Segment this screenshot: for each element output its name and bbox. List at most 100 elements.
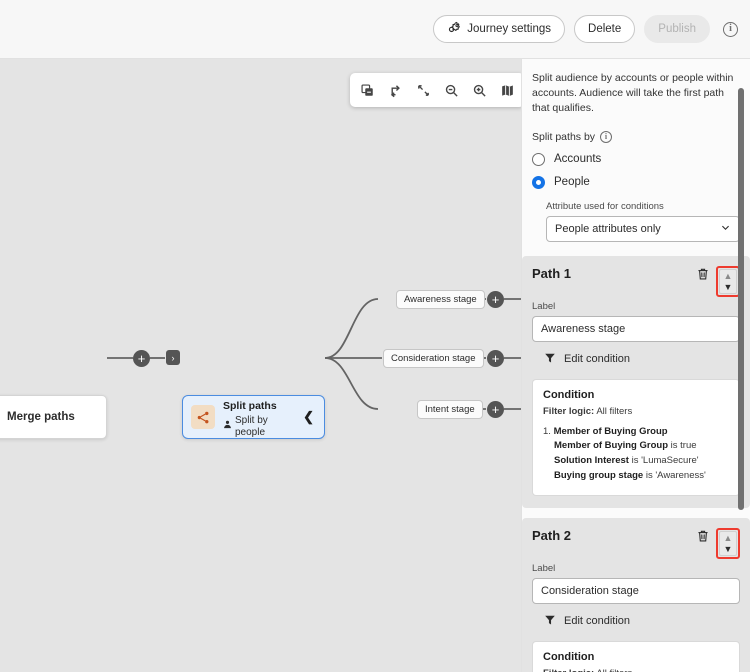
path-1-row-1-rest: is true (670, 440, 697, 452)
path-1-label-caption: Label (532, 300, 556, 312)
path-1-condition-row-1: Member of Buying Group is true (543, 439, 729, 454)
delete-path-1-button[interactable] (696, 267, 710, 286)
publish-button[interactable]: Publish (644, 15, 710, 43)
journey-canvas[interactable]: Merge paths + › Split paths (0, 59, 521, 672)
edit-condition-2-button[interactable]: Edit condition (544, 614, 630, 629)
delete-path-2-button[interactable] (696, 529, 710, 548)
path-1-filter-logic-caption: Filter logic: (543, 405, 595, 417)
attribute-field-group: Attribute used for conditions People att… (546, 201, 740, 242)
attribute-select-value: People attributes only (555, 222, 661, 235)
attribute-field-label: Attribute used for conditions (546, 200, 664, 212)
move-path-2-up-button[interactable]: ▲ (723, 532, 733, 543)
radio-option-accounts[interactable]: Accounts (532, 152, 740, 166)
move-path-1-down-button[interactable]: ▼ (723, 281, 733, 292)
top-toolbar: Journey settings Delete Publish i (0, 0, 750, 59)
radio-option-people[interactable]: People (532, 175, 740, 189)
move-path-2-down-button[interactable]: ▼ (723, 543, 733, 554)
path-1-label-input[interactable] (532, 315, 740, 342)
journey-settings-button[interactable]: Journey settings (433, 15, 566, 43)
edit-condition-2-label: Edit condition (564, 615, 631, 628)
split-paths-icon (191, 405, 215, 429)
undo-icon[interactable] (382, 77, 408, 103)
node-merge-paths[interactable]: Merge paths (0, 395, 107, 439)
move-path-1-up-button[interactable]: ▲ (723, 270, 733, 281)
path-1-condition-row-2: Solution Interest is 'LumaSecure' (543, 454, 729, 469)
duplicate-icon[interactable] (354, 77, 380, 103)
radio-accounts-icon (532, 152, 545, 166)
node-merge-paths-label: Merge paths (7, 411, 75, 423)
path-1-condition-row-3: Buying group stage is 'Awareness' (543, 469, 729, 484)
branch-label-3-text: Intent stage (425, 404, 475, 415)
delete-label: Delete (588, 23, 622, 35)
filter-icon (544, 614, 556, 629)
path-1-row-3-attribute: Buying group stage (554, 469, 644, 481)
path-2-label-caption: Label (532, 562, 556, 574)
radio-people-label: People (554, 176, 590, 189)
split-node-title: Split paths (223, 399, 277, 412)
radio-accounts-label: Accounts (554, 153, 602, 166)
path-1-row-2-attribute: Solution Interest (554, 455, 629, 467)
info-icon[interactable]: i (723, 21, 738, 37)
path-2-reorder-highlight: ▲ ▼ (716, 527, 740, 559)
publish-label: Publish (658, 23, 696, 35)
fit-to-screen-icon[interactable] (410, 77, 436, 103)
attribute-select[interactable]: People attributes only (546, 215, 740, 242)
path-2-label-input[interactable] (532, 577, 740, 604)
add-step-button-branch-3[interactable]: + (487, 401, 504, 418)
path-1-row-3-rest: is 'Awareness' (645, 469, 706, 481)
path-1-title: Path 1 (532, 265, 572, 281)
branch-label-2-text: Consideration stage (391, 353, 476, 364)
branch-label-1-text: Awareness stage (404, 294, 477, 305)
paths-list: Path 1 ▲ ▼ (522, 255, 750, 672)
chevron-down-icon (720, 222, 731, 236)
expand-arrow-split[interactable]: › (166, 350, 180, 365)
journey-settings-label: Journey settings (467, 23, 552, 35)
canvas-edges (107, 298, 521, 410)
path-1-condition-box: Condition Filter logic: All filters 1. M… (532, 378, 740, 496)
path-card-1: Path 1 ▲ ▼ (522, 255, 750, 508)
add-step-button-branch-1[interactable]: + (487, 291, 504, 308)
path-1-condition-item-head: 1. Member of Buying Group (543, 425, 729, 440)
panel-description: Split audience by accounts or people wit… (532, 72, 734, 115)
split-paths-by-row: Split paths by i (532, 130, 740, 143)
add-step-button-branch-2[interactable]: + (487, 350, 504, 367)
zoom-out-icon[interactable] (438, 77, 464, 103)
minimap-icon[interactable] (494, 77, 520, 103)
path-card-2: Path 2 ▲ ▼ (522, 517, 750, 672)
path-1-row-1-attribute: Member of Buying Group (554, 440, 668, 452)
path-1-reorder-controls: ▲ ▼ (719, 268, 737, 294)
split-paths-by-label: Split paths by (532, 130, 596, 143)
zoom-in-icon[interactable] (466, 77, 492, 103)
panel-scrollbar-thumb[interactable] (738, 88, 744, 510)
branch-label-1[interactable]: Awareness stage (396, 290, 485, 309)
branch-label-2[interactable]: Consideration stage (383, 349, 484, 368)
path-2-reorder-controls: ▲ ▼ (719, 530, 737, 556)
path-2-condition-title: Condition (543, 650, 595, 663)
add-step-button-merge[interactable]: + (133, 350, 150, 367)
path-2-filter-logic: Filter logic: All filters (543, 668, 729, 672)
path-2-title: Path 2 (532, 527, 572, 543)
path-2-filter-logic-value: All filters (596, 668, 632, 672)
info-icon-split-paths-by[interactable]: i (600, 130, 613, 143)
path-1-item-number: 1. (543, 425, 551, 437)
path-1-condition-title: Condition (543, 388, 595, 401)
chevron-left-icon[interactable]: ❮ (303, 409, 314, 424)
node-split-paths[interactable]: Split paths Split by people ❮ (182, 395, 325, 439)
person-icon (223, 420, 232, 434)
panel-scrollbar-track[interactable] (738, 59, 747, 672)
path-1-item-title: Member of Buying Group (553, 425, 668, 437)
split-node-subtitle-row: Split by people (223, 415, 295, 440)
path-1-filter-logic: Filter logic: All filters (543, 406, 729, 417)
path-1-condition-list: 1. Member of Buying Group Member of Buyi… (543, 425, 729, 484)
filter-icon (544, 352, 556, 367)
branch-label-3[interactable]: Intent stage (417, 400, 483, 419)
canvas-toolbar (350, 73, 521, 107)
edit-condition-1-label: Edit condition (564, 353, 631, 366)
gear-icon (447, 21, 461, 38)
delete-button[interactable]: Delete (574, 15, 636, 43)
path-1-row-2-rest: is 'LumaSecure' (631, 455, 699, 467)
path-1-reorder-highlight: ▲ ▼ (716, 265, 740, 297)
edit-condition-1-button[interactable]: Edit condition (544, 352, 630, 367)
path-2-header: Path 2 ▲ ▼ (532, 527, 740, 559)
path-2-condition-box: Condition Filter logic: All filters 1. M… (532, 640, 740, 672)
